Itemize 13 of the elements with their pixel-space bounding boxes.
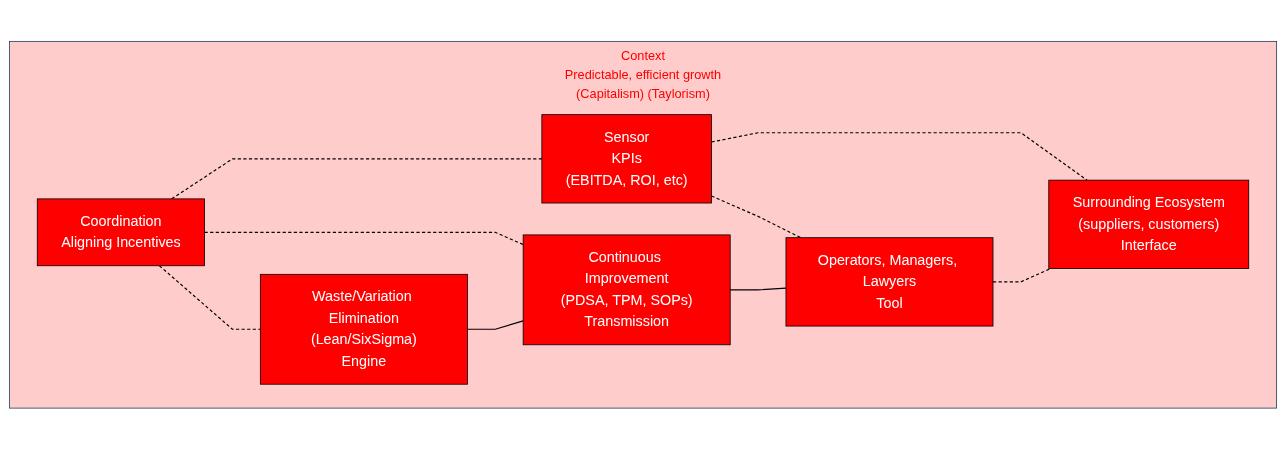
connector [170,158,542,200]
connector [710,195,801,239]
node-box: Surrounding Ecosystem (suppliers, customers) Interface [1047,180,1249,270]
connector [710,132,1088,181]
node-box: Sensor KPIs (EBITDA, ROI, etc) [540,114,712,204]
connector [466,320,524,331]
connector [203,231,524,246]
node-box: Operators, Managers, Lawyers Tool [785,237,993,327]
node-box: Waste/Variation Elimination (Lean/SixSigma) Engine [259,274,468,385]
node-box: Coordination Aligning Incentives [36,198,205,267]
connector [991,268,1051,283]
node-box: Continuous Improvement (PDSA, TPM, SOPs) Transmission [522,234,731,346]
connector [729,287,787,291]
